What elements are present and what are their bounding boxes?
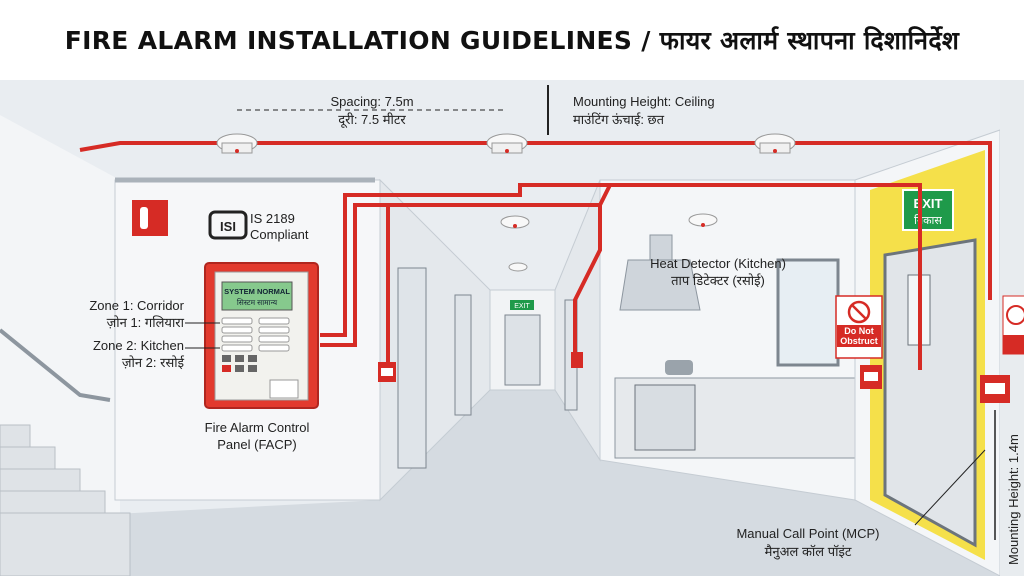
zone1-label: Zone 1: Corridor [89, 298, 184, 313]
page-title: FIRE ALARM INSTALLATION GUIDELINES / फाय… [0, 0, 1024, 80]
heat-detector-label: Heat Detector (Kitchen) [650, 256, 786, 271]
installation-scene: EXIT EXIT निकास Do Not Obstruct [0, 80, 1024, 576]
no-obstruction-icon [1002, 295, 1024, 355]
corridor-exit-sign [510, 300, 534, 310]
mcp-label: Manual Call Point (MCP) [736, 526, 879, 541]
floor [0, 390, 1024, 576]
kitchen-window [776, 258, 840, 367]
mount-ceiling-label: Mounting Height: Ceiling [573, 94, 715, 109]
hood-chimney [649, 234, 673, 261]
do-not-obstruct-text: Do Not Obstruct [837, 325, 881, 347]
heat-detector-icon [688, 213, 718, 227]
do-not-obstruct-sign-text: Do Not Obstruct [837, 325, 881, 347]
cooking-pot [665, 360, 693, 375]
mcp-label-hindi: मैनुअल कॉल पॉइंट [765, 544, 852, 560]
staircase [0, 424, 131, 576]
smoke-detector-icon [508, 262, 528, 272]
corridor-exit-text: EXIT [514, 303, 530, 310]
zone1-label-hindi: ज़ोन 1: गलियारा [107, 315, 185, 330]
is-compliant: Compliant [250, 227, 309, 242]
smoke-detector-icon [754, 133, 796, 154]
mcp-height-label: Mounting Height: 1.4m [1006, 434, 1021, 565]
smoke-detector-icon [216, 133, 258, 154]
smoke-detector-icon [500, 215, 530, 229]
corridor-end-door[interactable] [504, 314, 541, 386]
manual-call-point-icon[interactable] [980, 375, 1010, 403]
is-code: IS 2189 [250, 211, 295, 226]
smoke-detector-icon [486, 133, 528, 154]
panel-status: SYSTEM NORMAL [224, 287, 290, 296]
corridor-door-2[interactable] [454, 294, 472, 416]
zone2-label-hindi: ज़ोन 2: रसोई [122, 355, 185, 370]
extinguisher-glyph [140, 207, 148, 229]
facp-label-1: Fire Alarm Control [205, 420, 310, 435]
exit-sign [902, 189, 954, 231]
spacing-label: Spacing: 7.5m [330, 94, 413, 109]
panel-status-hindi: सिस्टम सामान्य [237, 298, 278, 307]
manual-call-point-icon[interactable] [571, 352, 583, 368]
isi-logo-text: ISI [220, 219, 236, 234]
alarm-wiring [79, 141, 992, 370]
handrail [0, 328, 111, 402]
mcp-pointer [914, 449, 986, 526]
spacing-label-hindi: दूरी: 7.5 मीटर [338, 112, 406, 128]
manual-call-point-icon[interactable] [860, 365, 882, 389]
heat-detector-label-hindi: ताप डिटेक्टर (रसोई) [671, 273, 765, 288]
mount-ceiling-label-hindi: माउंटिंग ऊंचाई: छत [573, 112, 665, 127]
zone2-label: Zone 2: Kitchen [93, 338, 184, 353]
exit-sign-text: EXIT [914, 196, 943, 211]
facp-label-2: Panel (FACP) [217, 437, 296, 452]
corridor-door-1[interactable] [397, 267, 427, 469]
fire-extinguisher-icon [132, 200, 168, 236]
isi-mark-icon [208, 210, 248, 240]
oven [634, 384, 696, 451]
fire-alarm-control-panel[interactable] [204, 262, 319, 409]
manual-call-point-icon[interactable] [378, 362, 396, 382]
